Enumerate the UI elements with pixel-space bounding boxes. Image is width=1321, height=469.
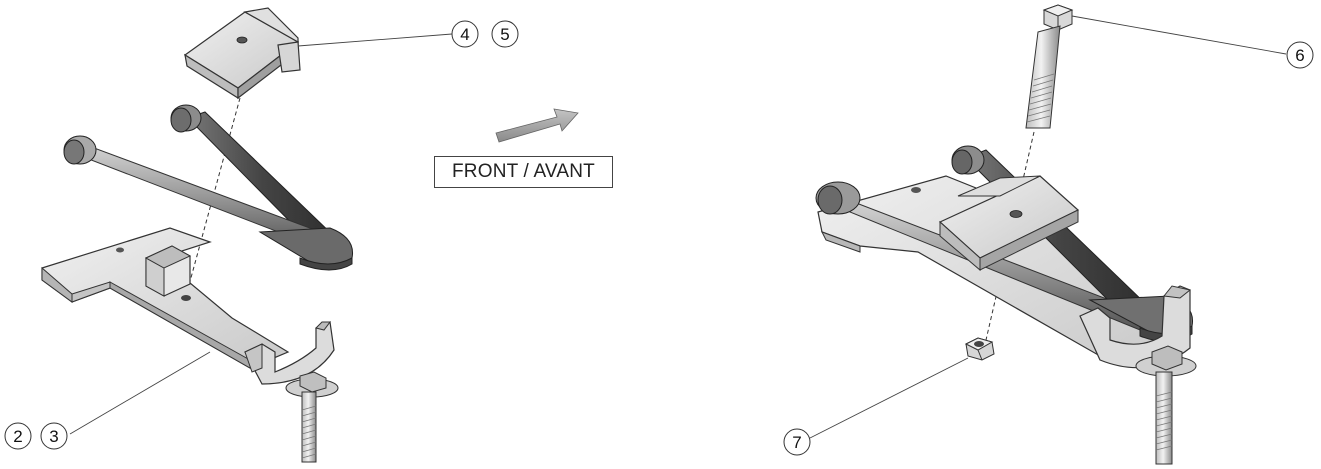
- front-direction-label: FRONT / AVANT: [434, 156, 613, 188]
- svg-text:4: 4: [460, 25, 469, 44]
- callout-3: 3: [40, 422, 68, 450]
- callout-7: 7: [783, 428, 811, 456]
- alignment-dashed-line-left: [185, 97, 241, 297]
- leader-line-2-3: [69, 351, 211, 435]
- callout-2: 2: [4, 422, 32, 450]
- right-assembled-view: 6 7: [783, 4, 1314, 465]
- bottom-bolt-left: [285, 371, 339, 463]
- nut-part: [964, 337, 995, 361]
- callout-4: 4: [451, 20, 479, 48]
- svg-text:6: 6: [1295, 46, 1304, 65]
- svg-text:5: 5: [500, 25, 509, 44]
- bottom-bolt-right: [1135, 345, 1197, 465]
- top-bolt: [1025, 4, 1074, 129]
- svg-text:2: 2: [13, 427, 22, 446]
- rod-end-plate: [258, 227, 354, 271]
- svg-text:7: 7: [792, 433, 801, 452]
- top-bracket-part: [183, 7, 301, 100]
- fork-clevis-assembled: [1079, 285, 1192, 369]
- base-plate: [41, 227, 290, 369]
- svg-text:3: 3: [49, 427, 58, 446]
- leader-line-7: [809, 357, 969, 439]
- fork-clevis: [244, 321, 335, 385]
- front-direction-arrow: [495, 108, 579, 143]
- leader-line-4-5: [297, 33, 453, 47]
- top-bracket-assembled: [938, 175, 1080, 272]
- dark-strut: [170, 104, 339, 251]
- callout-6: 6: [1286, 41, 1314, 69]
- leader-line-6: [1071, 15, 1287, 55]
- left-exploded-assembly: 4 5 2 3: [4, 7, 519, 463]
- callout-5: 5: [491, 20, 519, 48]
